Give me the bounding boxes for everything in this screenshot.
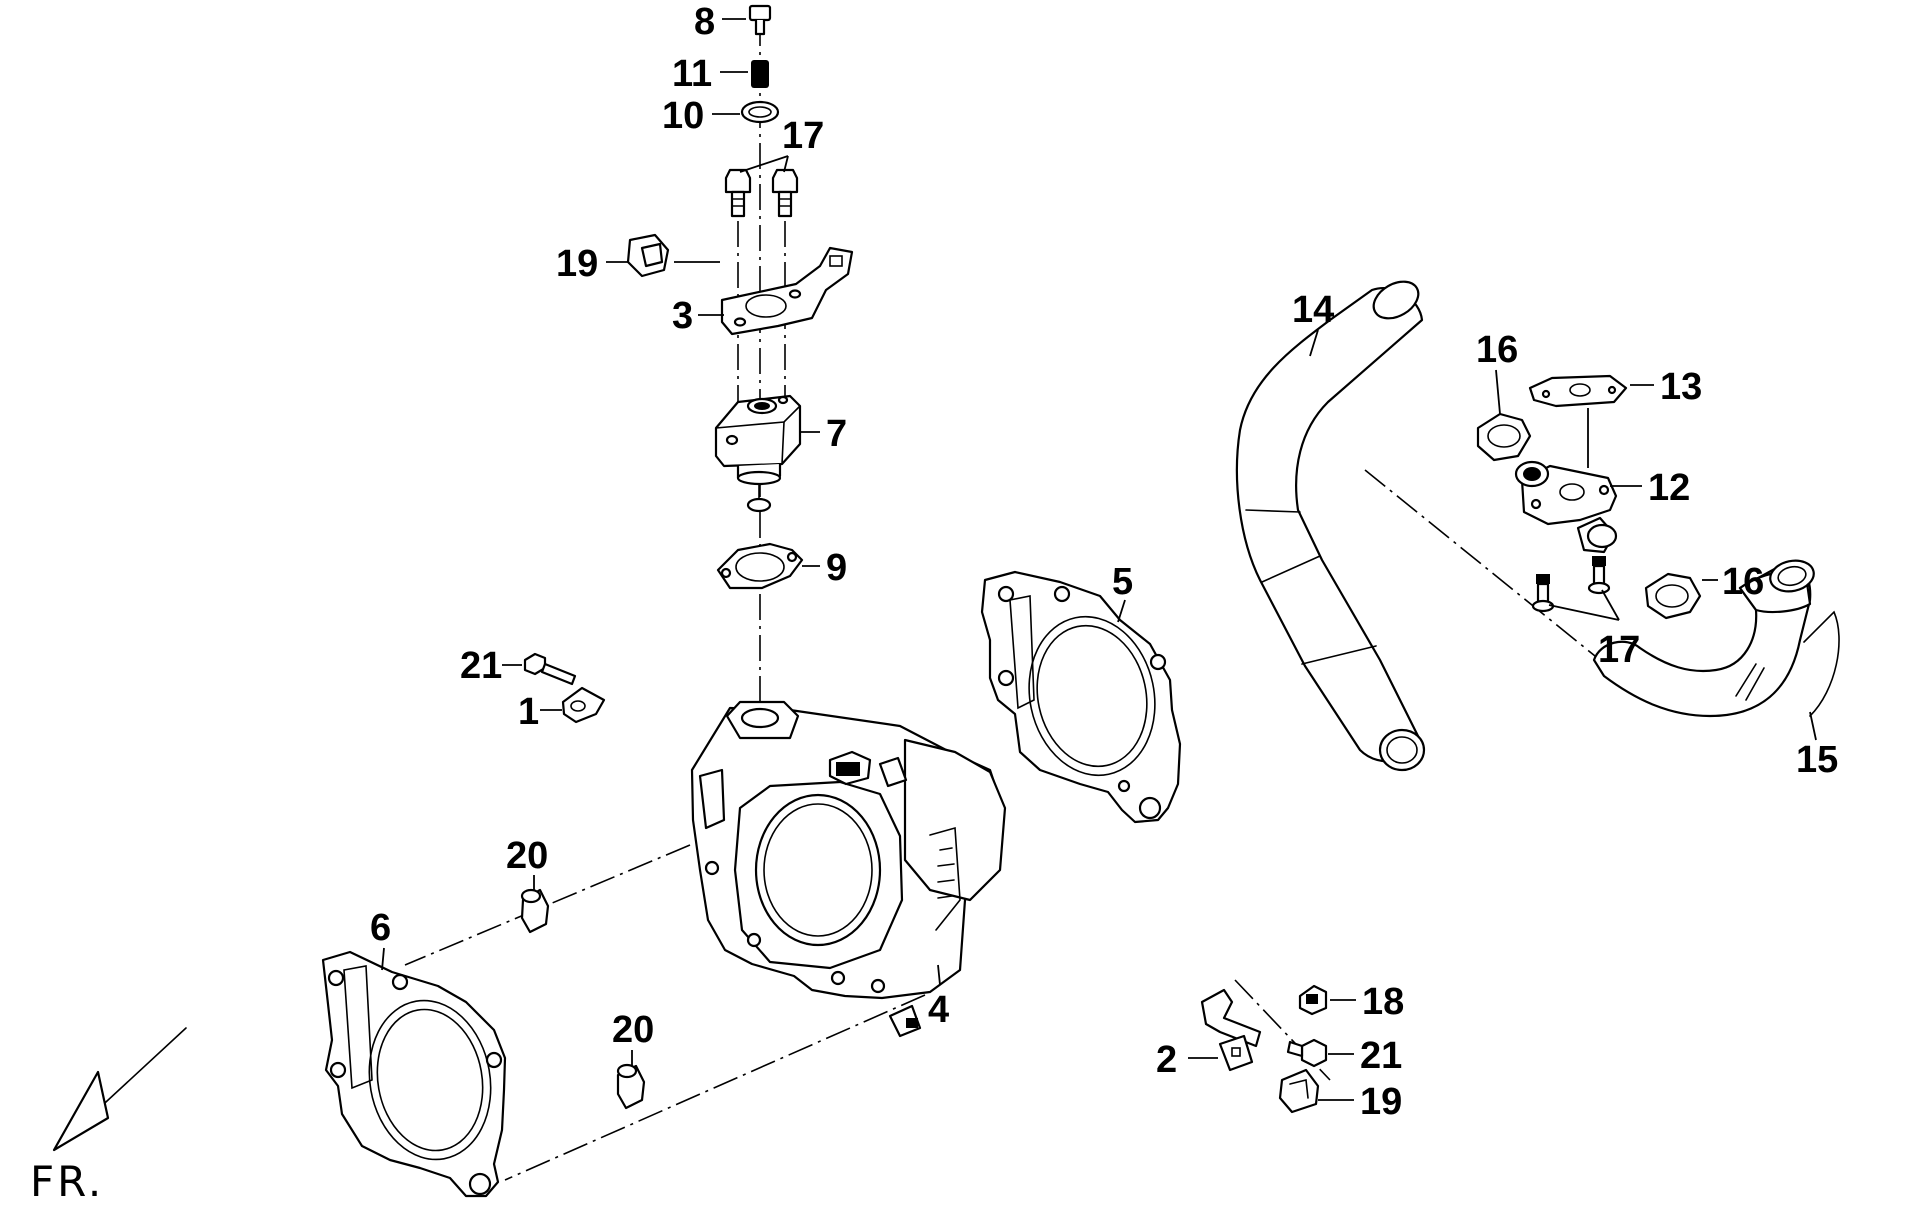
o-ring-part-10 <box>740 100 780 124</box>
callout-21-right: 21 <box>1360 1035 1402 1077</box>
callout-17-top: 17 <box>782 115 824 157</box>
front-direction-arrow <box>52 1027 187 1152</box>
callout-19-bottom: 19 <box>1360 1081 1402 1123</box>
bolt-part-17-right-b <box>1587 556 1611 595</box>
callout-1: 1 <box>518 691 539 733</box>
callout-2: 2 <box>1156 1039 1177 1081</box>
callout-9: 9 <box>826 547 847 589</box>
bracket-part-2 <box>1200 988 1262 1072</box>
bolt-part-8 <box>748 4 772 36</box>
bolt-part-17-right-a <box>1531 574 1555 613</box>
callout-4: 4 <box>928 989 949 1031</box>
callout-8: 8 <box>694 1 715 43</box>
callout-16-upper: 16 <box>1476 329 1518 371</box>
gasket-part-5 <box>980 570 1182 824</box>
callout-7: 7 <box>826 413 847 455</box>
callout-20-upper: 20 <box>506 835 548 877</box>
bolt-part-21-right <box>1286 1038 1328 1068</box>
clip-part-18 <box>1298 984 1328 1016</box>
clip-part-19-top <box>626 233 670 278</box>
clip-part-19-bottom <box>1278 1068 1320 1114</box>
dowel-part-20-lower <box>616 1063 646 1110</box>
callout-17-right: 17 <box>1598 629 1640 671</box>
bolt-part-17-left <box>724 168 752 218</box>
bracket-part-3 <box>720 246 854 336</box>
spring-part-11 <box>751 60 769 88</box>
bolt-part-17-right <box>771 168 799 218</box>
callout-3: 3 <box>672 295 693 337</box>
gasket-part-6 <box>321 950 507 1198</box>
callout-11: 11 <box>672 53 712 95</box>
fitting-part-12 <box>1514 460 1618 554</box>
dowel-part-20-upper <box>520 888 550 934</box>
callout-15: 15 <box>1796 739 1838 781</box>
gasket-part-13 <box>1528 374 1628 408</box>
cylinder-part-4 <box>690 700 1007 1038</box>
gasket-part-9 <box>716 542 804 590</box>
tensioner-part-7 <box>714 394 802 513</box>
hose-part-14 <box>1235 280 1426 772</box>
callout-21-left: 21 <box>460 645 502 687</box>
callout-6: 6 <box>370 907 391 949</box>
callout-10: 10 <box>662 95 704 137</box>
callout-labels: 8 11 10 17 19 3 7 9 21 1 5 20 6 20 4 14 … <box>30 1 1838 1206</box>
callout-12: 12 <box>1648 467 1690 509</box>
front-direction-label: FR. <box>30 1157 104 1206</box>
clamp-part-16-upper <box>1476 412 1532 462</box>
callout-16-lower: 16 <box>1722 561 1764 603</box>
hose-part-15 <box>1592 559 1840 718</box>
bolt-part-21-left <box>523 652 577 686</box>
callout-5: 5 <box>1112 561 1133 603</box>
leader-lines <box>381 18 1817 1101</box>
callout-18: 18 <box>1362 981 1404 1023</box>
callout-13: 13 <box>1660 366 1702 408</box>
callout-20-lower: 20 <box>612 1009 654 1051</box>
plate-part-1 <box>561 686 606 724</box>
callout-14: 14 <box>1292 289 1334 331</box>
clamp-part-16-lower <box>1644 572 1702 620</box>
callout-19-top: 19 <box>556 243 598 285</box>
